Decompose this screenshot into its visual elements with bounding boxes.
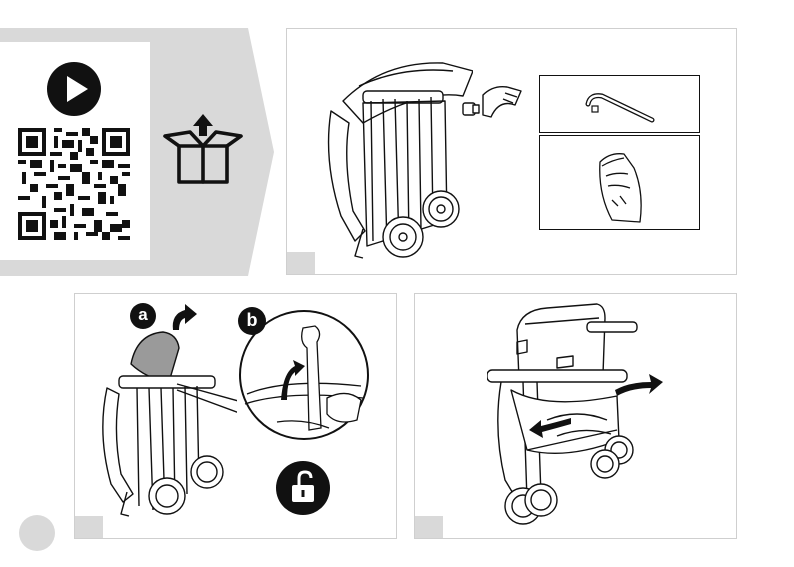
bumper-bar-box — [539, 75, 700, 133]
rain-cover-illustration — [540, 136, 699, 229]
callout-b-label: b — [237, 306, 267, 336]
step-panel-unbox — [286, 28, 737, 275]
callout-a-label: a — [129, 302, 157, 330]
step-panel-unfold — [414, 293, 737, 539]
step-number-tab — [287, 252, 315, 274]
open-box-arrow-icon — [160, 112, 246, 188]
unfold-arrow-right-icon — [613, 368, 665, 398]
bumper-bar-illustration — [540, 76, 699, 132]
play-icon[interactable] — [46, 61, 102, 117]
folded-stroller-illustration — [323, 41, 473, 261]
unfold-arrow-left-icon — [527, 416, 573, 442]
adapter-parts-illustration — [459, 83, 529, 123]
page-number-badge — [18, 514, 56, 552]
rain-cover-box — [539, 135, 700, 230]
step-number-tab — [415, 516, 443, 538]
release-arrow-icon — [167, 300, 207, 340]
stroller-unfold-illustration — [487, 300, 667, 530]
step-panel-unlock: a b — [74, 293, 397, 539]
qr-code[interactable] — [18, 128, 130, 240]
unlock-icon — [275, 460, 331, 516]
stroller-unlock-illustration — [97, 324, 237, 519]
step-number-tab — [75, 516, 103, 538]
